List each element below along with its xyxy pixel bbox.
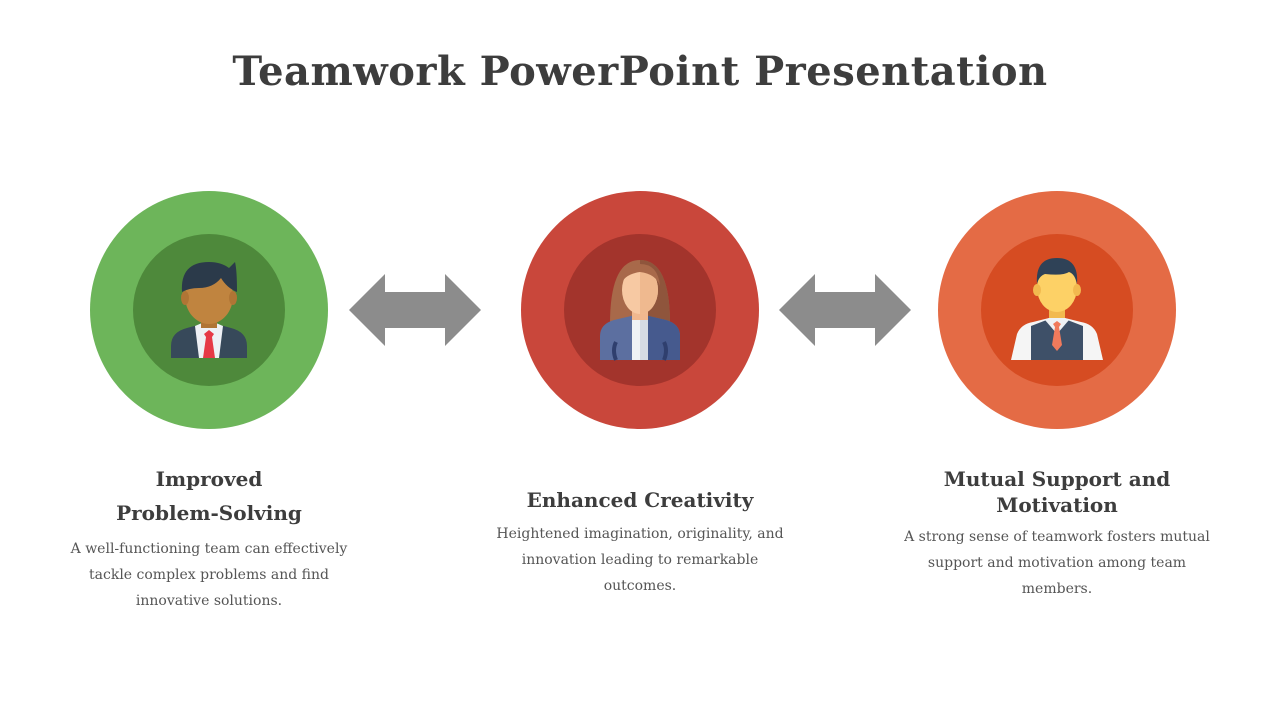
double-arrow-icon	[349, 274, 481, 346]
description-line: tackle complex problems and find	[89, 567, 329, 583]
item-enhanced-creativity: Enhanced Creativity Heightened imaginati…	[480, 483, 800, 599]
circle-mutual-support	[938, 191, 1176, 429]
description-line: outcomes.	[603, 578, 677, 594]
heading-line: Enhanced Creativity	[526, 488, 754, 512]
businessman-vest-icon	[981, 234, 1133, 386]
description-line: A strong sense of teamwork fosters mutua…	[904, 529, 1210, 545]
item-heading: Mutual Support and Motivation	[897, 466, 1217, 518]
heading-line: Mutual Support and	[943, 467, 1171, 491]
item-heading: Improved Problem-Solving	[49, 462, 369, 530]
item-description: A well-functioning team can effectively …	[49, 536, 369, 614]
item-mutual-support: Mutual Support and Motivation A strong s…	[897, 466, 1217, 602]
description-line: A well-functioning team can effectively	[70, 541, 348, 557]
businessman-red-tie-icon	[133, 234, 285, 386]
description-line: innovation leading to remarkable	[521, 552, 759, 568]
double-arrow-icon	[779, 274, 911, 346]
item-heading: Enhanced Creativity	[480, 483, 800, 517]
description-line: Heightened imagination, originality, and	[496, 526, 784, 542]
slide-title: Teamwork PowerPoint Presentation	[232, 48, 1048, 95]
description-line: support and motivation among team	[927, 555, 1187, 571]
heading-line: Motivation	[996, 493, 1118, 517]
description-line: members.	[1021, 581, 1093, 597]
item-description: Heightened imagination, originality, and…	[480, 521, 800, 599]
heading-line: Improved	[155, 467, 263, 491]
businesswoman-icon	[564, 234, 716, 386]
item-description: A strong sense of teamwork fosters mutua…	[897, 524, 1217, 602]
description-line: innovative solutions.	[135, 593, 283, 609]
heading-line: Problem-Solving	[116, 501, 302, 525]
item-improved-problem-solving: Improved Problem-Solving A well-function…	[49, 462, 369, 614]
circle-improved-problem-solving	[90, 191, 328, 429]
circle-enhanced-creativity	[521, 191, 759, 429]
